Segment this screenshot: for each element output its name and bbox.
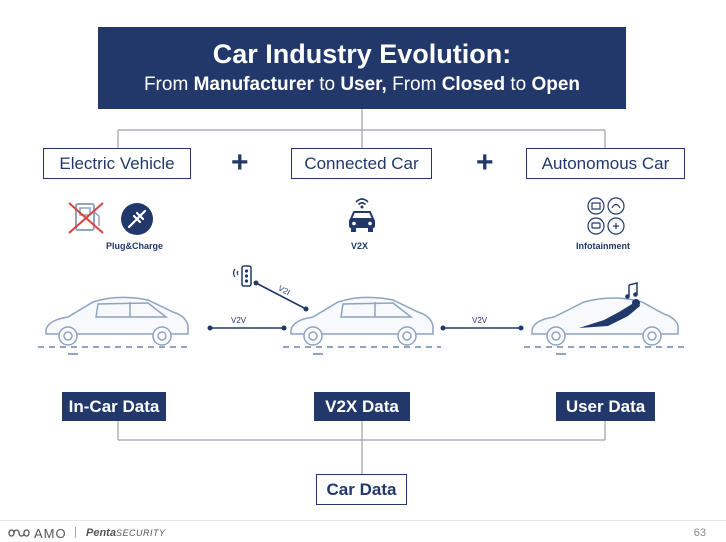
infotainment-label: Infotainment (576, 241, 630, 251)
fuel-pump-crossed-icon (68, 202, 104, 234)
in-car-data-box: In-Car Data (62, 392, 166, 421)
footer-penta-security-logo: PentaSECURITY (86, 527, 166, 539)
user-data-box: User Data (556, 392, 655, 421)
v2x-car-icon (349, 198, 375, 232)
title-subtitle: From Manufacturer to User, From Closed t… (143, 74, 581, 95)
car-right-autonomous-icon (524, 297, 686, 355)
v2v-right-label: V2V (472, 316, 488, 325)
amo-logo-icon (8, 529, 30, 537)
connected-car-box: Connected Car (291, 148, 432, 179)
autonomous-car-box: Autonomous Car (526, 148, 685, 179)
footer-amo-text: AMO (34, 526, 67, 541)
plus-sign-1: + (231, 146, 249, 179)
title-main: Car Industry Evolution: (212, 39, 512, 69)
plug-charge-icon (121, 203, 153, 235)
electric-vehicle-box: Electric Vehicle (43, 148, 191, 179)
plug-charge-label: Plug&Charge (106, 241, 164, 251)
infotainment-icon (587, 197, 625, 235)
traffic-light-icon (232, 265, 252, 287)
car-data-box: Car Data (316, 474, 407, 505)
car-center-icon (283, 296, 441, 355)
footer-separator (75, 527, 76, 538)
v2x-data-box: V2X Data (314, 392, 410, 421)
v2v-left-label: V2V (231, 316, 247, 325)
music-note-icon (625, 282, 638, 299)
car-left-icon (38, 296, 192, 355)
page-number: 63 (693, 527, 706, 539)
footer-divider (0, 520, 726, 521)
v2x-label: V2X (351, 241, 369, 251)
plus-sign-2: + (476, 146, 494, 179)
title-banner: Car Industry Evolution: From Manufacture… (98, 27, 626, 109)
